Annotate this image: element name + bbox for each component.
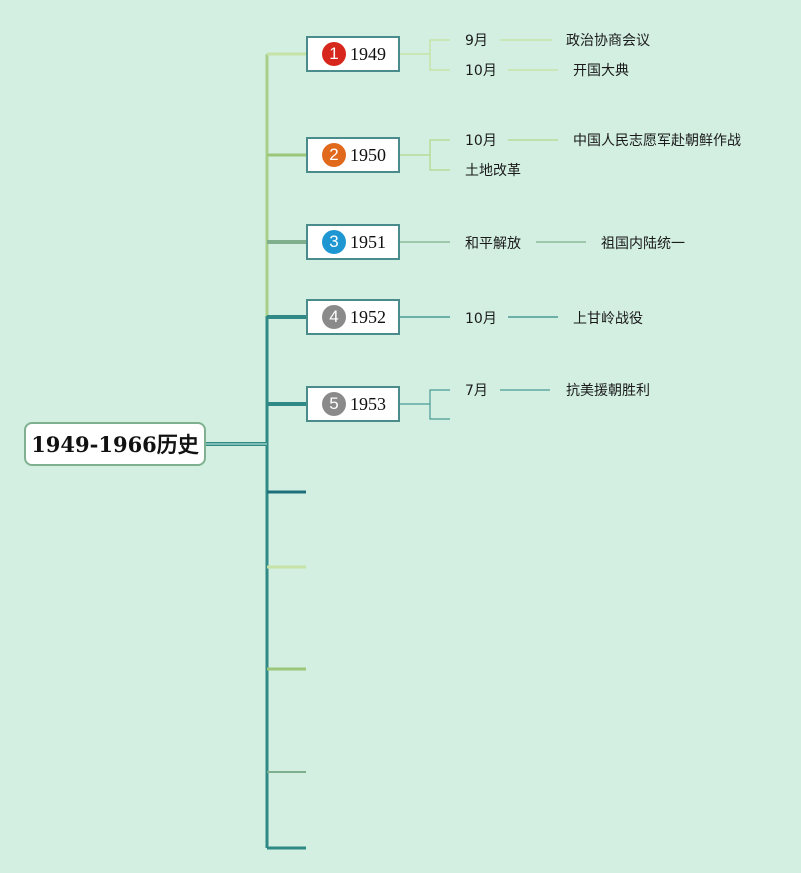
number-badge-icon: 3 <box>322 230 346 254</box>
event-label[interactable]: 上甘岭战役 <box>573 311 643 327</box>
year-label: 1950 <box>350 144 386 165</box>
event-label[interactable]: 祖国内陆统一 <box>601 236 685 252</box>
year-label: 1952 <box>350 306 386 327</box>
year-node-1953[interactable]: 5 1953 <box>306 386 400 422</box>
time-label[interactable]: 和平解放 <box>465 236 521 252</box>
number-badge-icon: 4 <box>322 305 346 329</box>
year-node-1950[interactable]: 2 1950 <box>306 137 400 173</box>
event-label[interactable]: 抗美援朝胜利 <box>566 383 650 399</box>
time-label[interactable]: 9月 <box>465 33 488 49</box>
number-badge-icon: 2 <box>322 143 346 167</box>
root-topic[interactable]: 1949-1966历史 <box>24 422 206 466</box>
year-node-1952[interactable]: 4 1952 <box>306 299 400 335</box>
event-label[interactable]: 开国大典 <box>573 63 629 79</box>
time-label[interactable]: 7月 <box>465 383 488 399</box>
year-label: 1951 <box>350 231 386 252</box>
event-label[interactable]: 中国人民志愿军赴朝鲜作战 <box>573 133 741 149</box>
year-label: 1953 <box>350 393 386 414</box>
number-badge-icon: 5 <box>322 392 346 416</box>
time-label[interactable]: 10月 <box>465 63 497 79</box>
year-node-1949[interactable]: 1 1949 <box>306 36 400 72</box>
year-label: 1949 <box>350 43 386 64</box>
root-title: 1949-1966历史 <box>31 432 199 457</box>
time-label[interactable]: 土地改革 <box>465 163 521 179</box>
time-label[interactable]: 10月 <box>465 311 497 327</box>
number-badge-icon: 1 <box>322 42 346 66</box>
time-label[interactable]: 10月 <box>465 133 497 149</box>
event-label[interactable]: 政治协商会议 <box>566 33 650 49</box>
year-node-1951[interactable]: 3 1951 <box>306 224 400 260</box>
